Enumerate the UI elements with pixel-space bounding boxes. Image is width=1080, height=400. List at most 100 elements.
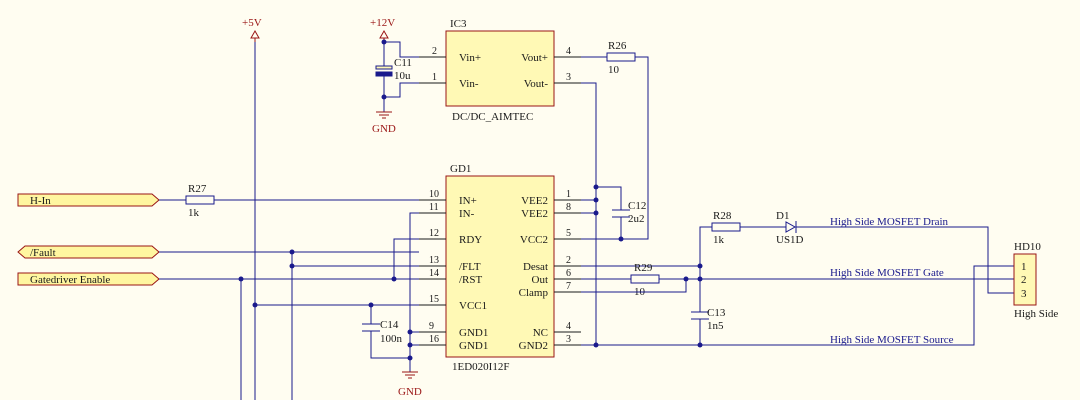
svg-text:DC/DC_AIMTEC: DC/DC_AIMTEC [452, 111, 533, 123]
wire-vin-minus [384, 82, 419, 98]
svg-text:+5V: +5V [242, 17, 262, 29]
junction [238, 276, 244, 282]
pin-name: Vin+ [459, 52, 481, 64]
svg-text:GND: GND [372, 123, 396, 135]
port-gatedriver-enable[interactable]: Gatedriver Enable [17, 272, 160, 286]
pin-name: GND1 [459, 340, 488, 352]
pin-name: /FLT [459, 261, 481, 273]
c12-capacitor[interactable]: C12 2u2 [612, 200, 646, 225]
svg-text:D1: D1 [776, 210, 789, 222]
svg-text:1n5: 1n5 [707, 320, 724, 332]
pin-number: 12 [429, 228, 439, 239]
c14-capacitor[interactable]: C14 100n [362, 319, 403, 345]
power-5v: +5V [242, 17, 262, 42]
pin-number: 14 [429, 268, 439, 279]
wire-c12-top [596, 186, 622, 210]
pin-number: 5 [566, 228, 571, 239]
net-label-source: High Side MOSFET Source [830, 334, 954, 346]
pin-name: IN+ [459, 195, 477, 207]
pin-number: 1 [566, 189, 571, 200]
pin-name: /RST [459, 274, 483, 286]
ic3-chip[interactable]: IC3 DC/DC_AIMTEC [445, 18, 555, 123]
pin-name: Vout- [524, 78, 549, 90]
svg-text:Gatedriver Enable: Gatedriver Enable [30, 274, 110, 286]
d1-diode[interactable]: D1 US1D [776, 210, 804, 246]
net-label-gate: High Side MOSFET Gate [830, 267, 944, 279]
junction [593, 342, 599, 348]
r26-resistor[interactable]: R26 10 [606, 40, 636, 76]
gd1-pin-14[interactable]: 14/RST [419, 268, 483, 286]
r28-resistor[interactable]: R28 1k [711, 210, 741, 246]
r29-resistor[interactable]: R29 10 [630, 262, 660, 298]
svg-text:2u2: 2u2 [628, 213, 645, 225]
hd10-pin-number: 1 [1021, 261, 1027, 273]
c13-capacitor[interactable]: C13 1n5 [691, 307, 726, 332]
pin-name: Vout+ [521, 52, 548, 64]
wire-drain [796, 226, 1014, 294]
wire-clamp [581, 279, 687, 293]
pin-name: VEE2 [521, 195, 548, 207]
pin-number: 1 [432, 72, 437, 83]
gd1-chip[interactable]: GD1 1ED020I12F [445, 163, 555, 373]
pin-number: 15 [429, 294, 439, 305]
svg-text:C13: C13 [707, 307, 726, 319]
junction [407, 355, 413, 361]
svg-text:H-In: H-In [30, 195, 51, 207]
svg-text:GD1: GD1 [450, 163, 471, 175]
hd10-connector[interactable]: HD10 High Side [1013, 241, 1058, 320]
pin-number: 2 [432, 46, 437, 57]
pin-name: VCC1 [459, 300, 487, 312]
svg-text:10: 10 [608, 64, 620, 76]
port-fault[interactable]: /Fault [17, 245, 160, 259]
pin-name: Out [532, 274, 549, 286]
net-label-drain: High Side MOSFET Drain [830, 216, 949, 228]
c11-capacitor[interactable]: C11 10u [375, 57, 412, 82]
wire-rdy [393, 238, 419, 279]
svg-text:+12V: +12V [370, 17, 395, 29]
svg-text:HD10: HD10 [1014, 241, 1041, 253]
svg-text:R26: R26 [608, 40, 627, 52]
r27-resistor[interactable]: R27 1k [185, 183, 215, 219]
svg-text:1k: 1k [188, 207, 200, 219]
wire-vout-minus [581, 82, 597, 345]
pin-name: GND1 [459, 327, 488, 339]
wire-12v [384, 41, 419, 58]
svg-text:1k: 1k [713, 234, 725, 246]
svg-text:1ED020I12F: 1ED020I12F [452, 361, 509, 373]
pin-name: NC [533, 327, 548, 339]
junction [593, 197, 599, 203]
pin-name: RDY [459, 234, 482, 246]
pin-name: GND2 [519, 340, 548, 352]
junction [381, 94, 387, 100]
junction [289, 263, 295, 269]
port-h-in[interactable]: H-In [17, 193, 160, 207]
gd1-pin-4[interactable]: 4NC [533, 321, 581, 339]
wire-r26-vcc2 [581, 56, 649, 240]
wire-r28-left [699, 226, 712, 266]
svg-text:100n: 100n [380, 333, 403, 345]
svg-text:R27: R27 [188, 183, 207, 195]
svg-text:GND: GND [398, 386, 422, 398]
junction [391, 276, 397, 282]
pin-number: 9 [429, 321, 434, 332]
gd1-pin-13[interactable]: 13/FLT [419, 255, 481, 273]
pin-number: 3 [566, 334, 571, 345]
